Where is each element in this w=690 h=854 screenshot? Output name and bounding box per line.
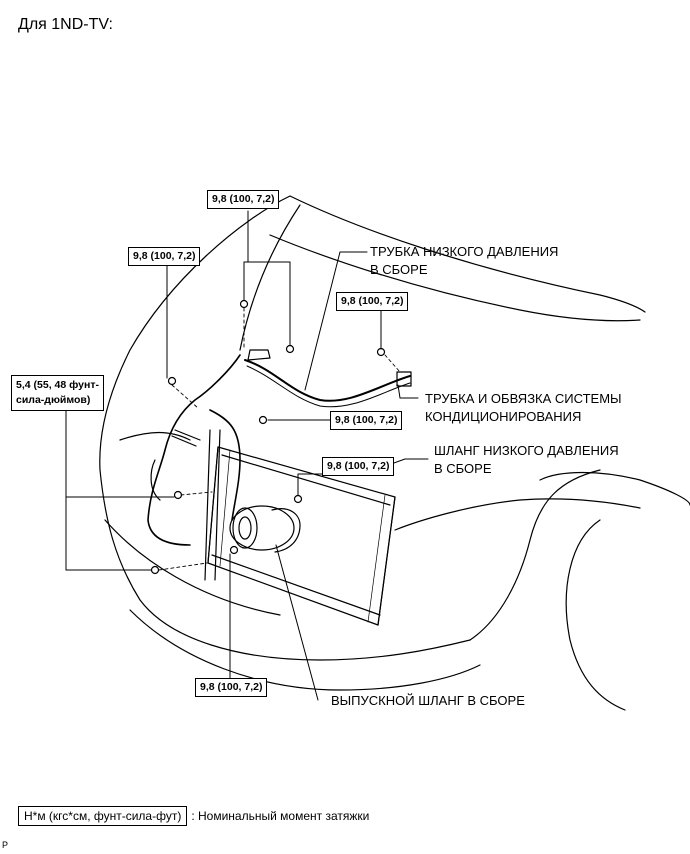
label-low-pressure-tube: ТРУБКА НИЗКОГО ДАВЛЕНИЯ В СБОРЕ (370, 243, 558, 279)
label-ac-tube: ТРУБКА И ОБВЯЗКА СИСТЕМЫ КОНДИЦИОНИРОВАН… (425, 390, 622, 426)
bolt (239, 299, 249, 309)
label-line: ШЛАНГ НИЗКОГО ДАВЛЕНИЯ (434, 443, 619, 458)
bolt (258, 415, 268, 425)
torque-line: 5,4 (55, 48 фунт- (16, 379, 99, 391)
bolt (293, 494, 303, 504)
legend-text: : Номинальный момент затяжки (191, 809, 370, 823)
bolt (150, 565, 160, 575)
hood-top-edge (289, 195, 646, 313)
bumper-edge (104, 519, 281, 616)
label-low-pressure-hose: ШЛАНГ НИЗКОГО ДАВЛЕНИЯ В СБОРЕ (434, 442, 619, 478)
low-pressure-tube (244, 359, 411, 402)
torque-box-top: 9,8 (100, 7,2) (207, 190, 280, 209)
wheel-arch (539, 471, 690, 506)
torque-box-bottom: 9,8 (100, 7,2) (195, 678, 268, 697)
fender-line (99, 469, 471, 661)
torque-box-special: 5,4 (55, 48 фунт- сила-дюймов) (11, 375, 104, 411)
grille-opening (119, 431, 191, 441)
bumper-lower (129, 609, 481, 691)
page-title: Для 1ND-TV: (18, 16, 113, 33)
legend-unit-box: Н*м (кгс*см, фунт-сила-фут) (18, 806, 188, 826)
label-line: КОНДИЦИОНИРОВАНИЯ (425, 409, 582, 424)
corner-mark: P (2, 840, 9, 850)
label-line: В СБОРЕ (434, 461, 492, 476)
bolt (229, 545, 239, 555)
hood-outline (99, 195, 291, 471)
bolt (285, 344, 295, 354)
wheel-tire (565, 519, 626, 711)
front-fender (469, 469, 601, 641)
label-line: ТРУБКА НИЗКОГО ДАВЛЕНИЯ (370, 244, 559, 259)
hood-inner-line (239, 204, 301, 351)
compressor-body (229, 505, 295, 551)
label-line: ТРУБКА И ОБВЯЗКА СИСТЕМЫ (425, 391, 622, 406)
label-discharge-hose: ВЫПУСКНОЙ ШЛАНГ В СБОРЕ (331, 693, 525, 708)
torque-box-mid: 9,8 (100, 7,2) (330, 411, 403, 430)
torque-box-left: 9,8 (100, 7,2) (128, 247, 201, 266)
torque-legend: Н*м (кгс*см, фунт-сила-фут) : Номинальны… (18, 806, 369, 826)
low-pressure-hose (209, 409, 241, 521)
hood-fold-line (269, 234, 641, 322)
side-body-line (394, 498, 641, 531)
bolt (167, 376, 177, 386)
torque-box-right: 9,8 (100, 7,2) (336, 292, 409, 311)
label-line: В СБОРЕ (370, 262, 428, 277)
bolt (173, 490, 183, 500)
torque-box-center: 9,8 (100, 7,2) (322, 457, 395, 476)
torque-line: сила-дюймов) (16, 394, 91, 406)
condenser-receiver (204, 429, 221, 581)
ac-tube (147, 354, 241, 546)
bolt (376, 347, 386, 357)
